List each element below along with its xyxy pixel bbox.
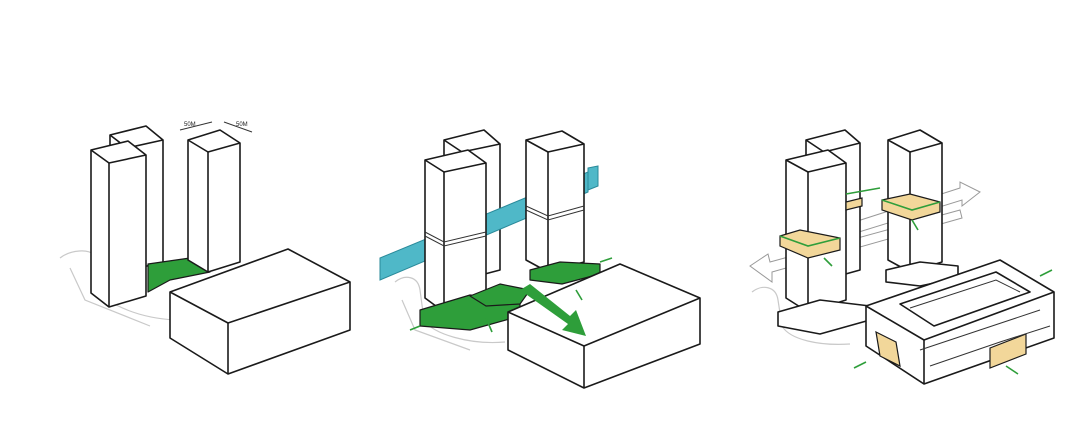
courtyard: [899, 271, 1031, 327]
sky-garden-right: [881, 193, 941, 221]
movement-arrows: [409, 257, 613, 333]
facade-opening-left: [875, 330, 901, 368]
tower-plinth-left: [777, 299, 871, 335]
diagram-stage-2: [379, 129, 701, 389]
cyan-band-back: [587, 165, 599, 191]
tower-a-front: [90, 140, 147, 308]
tower-b: [525, 130, 585, 273]
dimension-label-width: 50M: [184, 122, 196, 128]
sky-garden-mid: [845, 197, 863, 211]
facade-opening-right: [989, 333, 1027, 369]
dimension-label-depth: 50M: [236, 122, 248, 128]
tower-b: [187, 129, 241, 273]
dimension-marks: 50M 50M: [179, 121, 253, 133]
tower-a-front: [424, 149, 487, 313]
diagram-stage-3: [749, 129, 1055, 385]
podium-block: [507, 263, 701, 389]
diagram-stage-1: 50M 50M: [59, 121, 351, 375]
podium-block: [169, 248, 351, 375]
podium-block: [865, 259, 1055, 385]
green-plaza: [147, 257, 211, 293]
movement-arrows: [823, 187, 1053, 375]
green-plaza: [469, 283, 531, 307]
flow-arrow: [520, 284, 586, 336]
sky-garden-left: [779, 229, 841, 259]
